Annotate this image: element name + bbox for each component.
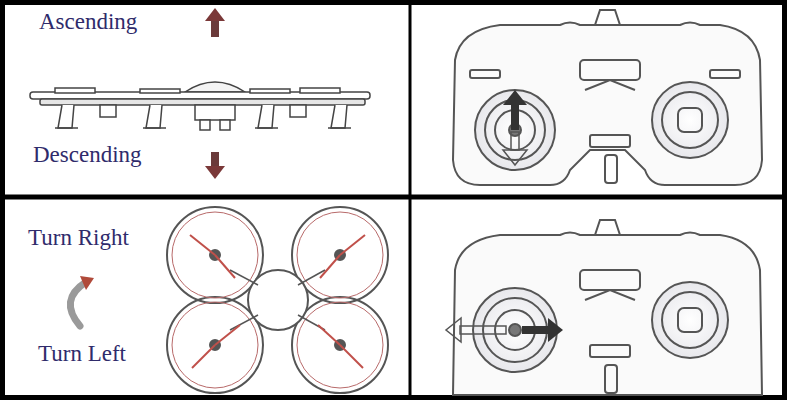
outer-frame [3, 3, 785, 398]
up-arrow [205, 8, 225, 37]
stick-left-right-arrows [446, 318, 563, 342]
stick-up-arrow [503, 90, 527, 165]
panel-divider [0, 195, 787, 200]
control-label: Turn Right [28, 226, 129, 249]
remote-controller [453, 10, 762, 185]
remote-controller [453, 220, 762, 395]
drone-side-view [30, 82, 370, 130]
drone-top-view [167, 207, 388, 393]
control-label: Descending [33, 143, 142, 166]
panel-divider [409, 0, 412, 400]
down-arrow [205, 152, 225, 179]
control-label: Ascending [39, 10, 137, 33]
turn-arrow [70, 276, 94, 326]
control-label: Turn Left [38, 342, 126, 365]
